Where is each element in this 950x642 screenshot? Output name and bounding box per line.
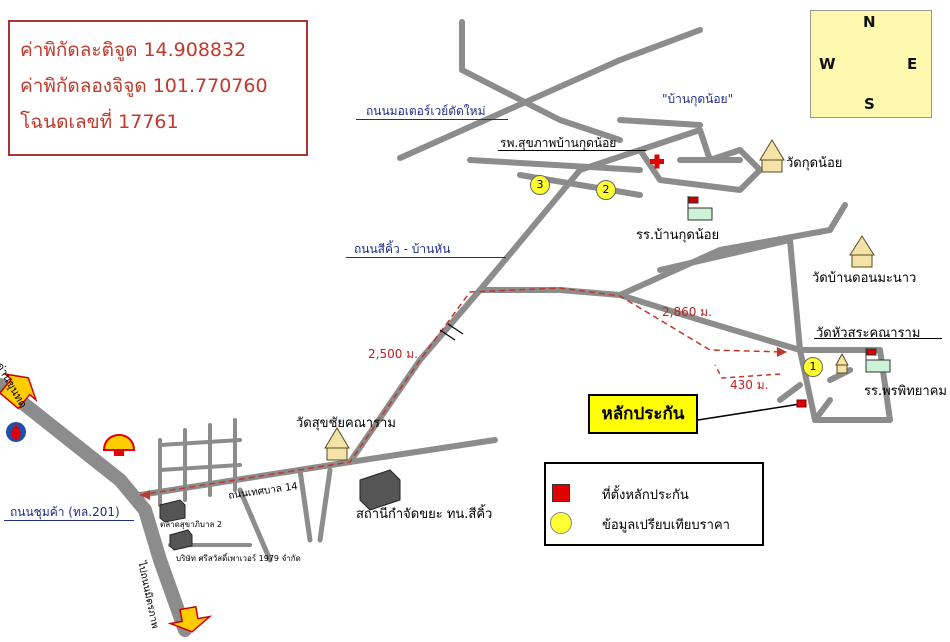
coordinate-info-box: ค่าพิกัดละติจูด 14.908832 ค่าพิกัดลองจิจ… xyxy=(8,20,308,156)
arrow-west-icon xyxy=(0,372,38,410)
shell-logo-icon xyxy=(102,434,136,456)
road-chumkha xyxy=(0,378,192,637)
distance-label: 2,860 ม. xyxy=(662,305,712,319)
ptt-logo-icon xyxy=(6,422,26,442)
temple-label-kut-noi: วัดกุดน้อย xyxy=(786,156,843,171)
compass-north: N xyxy=(863,13,876,31)
route-dashed xyxy=(139,287,786,496)
legend-square-icon xyxy=(552,484,570,502)
temple-underline xyxy=(814,338,942,339)
road-label-motorway: ถนนมอเตอร์เวย์ตัดใหม่ xyxy=(366,104,486,118)
school-icon xyxy=(687,196,891,373)
comparison-marker: 3 xyxy=(530,175,550,195)
distance-label: 2,500 ม. xyxy=(368,347,418,361)
comparison-marker: 2 xyxy=(596,180,616,200)
temple-label-don-manao: วัดบ้านดอนมะนาว xyxy=(812,271,917,286)
arrow-south-icon xyxy=(167,605,213,633)
school-label-kut-noi: รร.บ้านกุดน้อย xyxy=(636,228,720,243)
comparison-marker: 1 xyxy=(803,357,823,377)
road-underline xyxy=(4,520,134,521)
garbage-station-label: สถานีกำจัดขยะ ทน.สีคิ้ว xyxy=(356,507,493,522)
hospital-label: รพ.สุขภาพบ้านกุดน้อย xyxy=(500,136,617,150)
collateral-marker xyxy=(796,399,807,408)
market-label: ตลาดสุขาภิบาล 2 xyxy=(160,520,223,529)
legend-comparison-label: ข้อมูลเปรียบเทียบราคา xyxy=(602,518,730,533)
compass-box: N S E W xyxy=(810,10,932,118)
company-label: บริษัท ศรีสวัสดิ์เพาเวอร์ 1979 จำกัด xyxy=(176,554,301,563)
hospital-underline xyxy=(498,150,646,151)
road-label-chumkha: ถนนชุมค้า (ทล.201) xyxy=(10,505,120,519)
road-underline xyxy=(346,257,506,258)
school-label-phithaya: รร.พรพิทยาคม xyxy=(864,384,947,399)
temple-label-hua-sra: วัดหัวสระคณาราม xyxy=(816,326,921,341)
village-label: "บ้านกุดน้อย" xyxy=(662,92,734,106)
temple-label-suk-chai: วัดสุขชัยคณาราม xyxy=(296,416,396,431)
compass-west: W xyxy=(819,55,836,73)
deed-number-text: โฉนดเลขที่ 17761 xyxy=(20,111,179,133)
hospital-cross-icon xyxy=(650,154,664,169)
compass-south: S xyxy=(864,95,875,113)
road-motorway xyxy=(397,27,703,161)
legend-collateral-label: ที่ตั้งหลักประกัน xyxy=(602,488,689,503)
distance-label: 430 ม. xyxy=(730,378,769,392)
longitude-text: ค่าพิกัดลองจิจูด 101.770760 xyxy=(20,75,268,97)
building-icon xyxy=(159,469,401,551)
temple-icon xyxy=(324,139,875,461)
legend-circle-icon xyxy=(550,512,572,534)
shrine-icon xyxy=(835,352,849,374)
road-underline xyxy=(356,119,508,120)
latitude-text: ค่าพิกัดละติจูด 14.908832 xyxy=(20,39,247,61)
map-legend: ที่ตั้งหลักประกัน ข้อมูลเปรียบเทียบราคา xyxy=(544,462,764,546)
compass-east: E xyxy=(907,55,918,73)
road-label-sikhiu-banhan: ถนนสีคิ้ว - บ้านหัน xyxy=(354,242,451,256)
collateral-callout: หลักประกัน xyxy=(588,394,698,434)
